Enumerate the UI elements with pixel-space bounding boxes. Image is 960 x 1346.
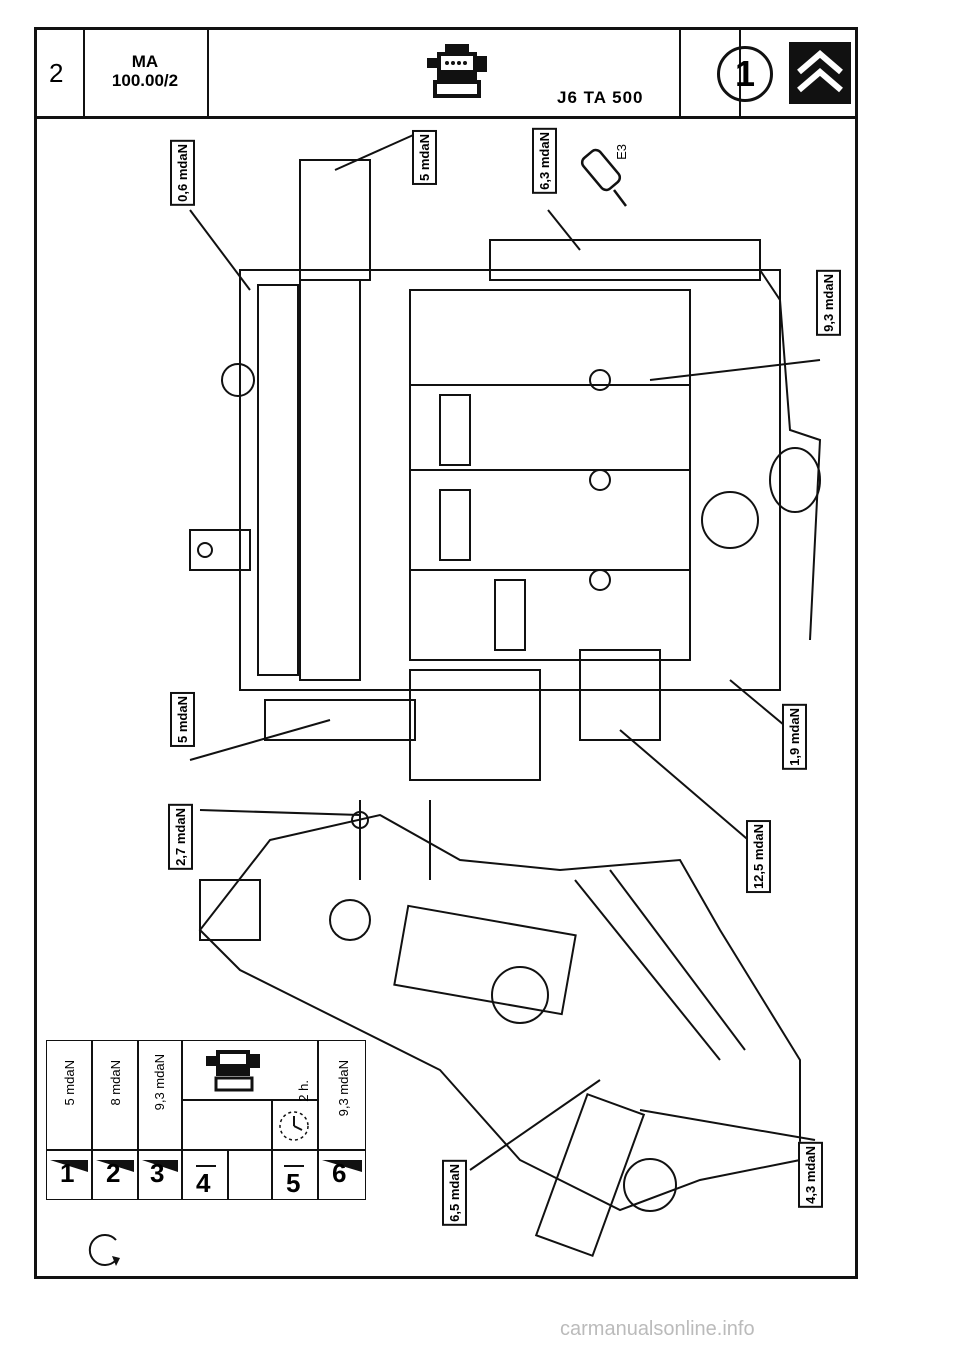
engine-hot-icon [206,1050,260,1092]
torque-label: 5 mdaN [170,692,195,747]
sequence-value: 9,3 mdaN [152,1054,167,1111]
sealant-code: E3 [614,144,629,160]
section-number: 1 [717,46,773,102]
sequence-value: 2 h. [296,1080,311,1102]
sealant-tube-icon [580,148,627,207]
torque-label: 6,5 mdaN [442,1160,467,1226]
sequence-step: 4 [196,1168,211,1198]
sequence-value: 9,3 mdaN [336,1060,351,1117]
torque-label: 0,6 mdaN [170,140,195,206]
torque-label: 5 mdaN [412,130,437,185]
page-number: 2 [49,58,64,88]
sequence-step: 1 [60,1158,75,1188]
torque-label: 2,7 mdaN [168,804,193,870]
tightening-sequence-table: 1 2 3 4 5 6 5 mdaN 8 mdaN 9,3 mdaN 2 h. … [46,1040,366,1200]
watermark-url: carmanualsonline.info [560,1318,755,1340]
torque-label: 6,3 mdaN [532,128,557,194]
rotation-arrow-icon [88,1234,120,1266]
sequence-step: 5 [286,1168,301,1198]
torque-label: 4,3 mdaN [798,1142,823,1208]
torque-label: 1,9 mdaN [782,704,807,770]
citroen-logo-icon [789,42,851,104]
clock-icon [279,1111,309,1141]
sequence-step: 3 [150,1158,165,1188]
sequence-step: 6 [332,1158,347,1188]
sequence-value: 5 mdaN [62,1060,77,1106]
sequence-value: 8 mdaN [108,1060,123,1106]
torque-label: 9,3 mdaN [816,270,841,336]
torque-label: 12,5 mdaN [746,820,771,894]
page-header: 2 MA 100.00/2 J6 TA 500 1 [34,27,858,119]
sequence-step: 2 [106,1158,121,1188]
engine-icon [427,44,487,98]
manual-reference: MA 100.00/2 [111,52,179,90]
engine-model: J6 TA 500 [557,88,644,107]
